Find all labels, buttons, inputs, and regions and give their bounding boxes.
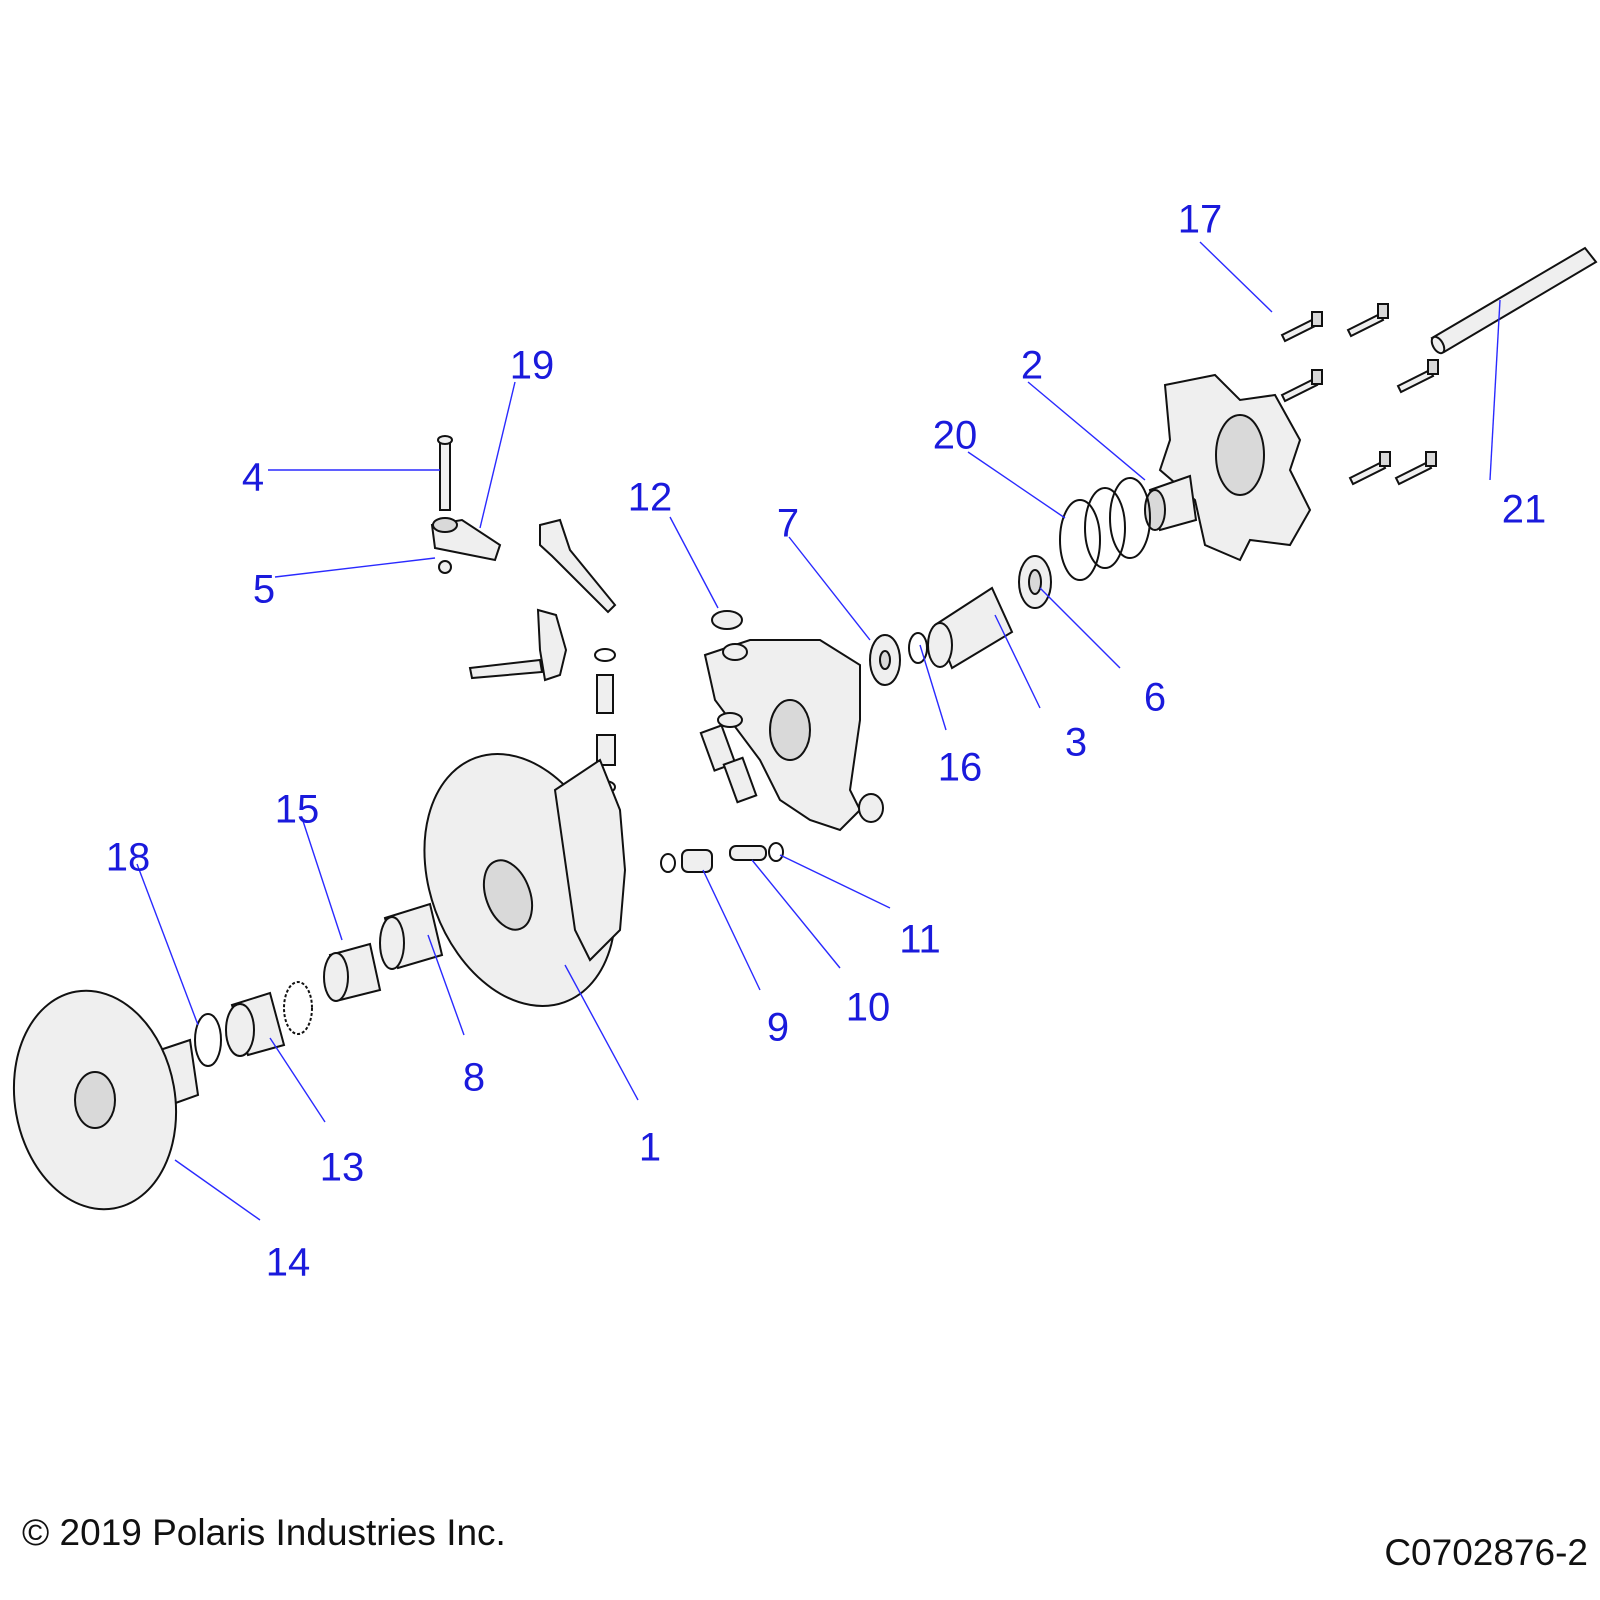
part-18-ring: [194, 1013, 222, 1067]
part-21-rod: [1430, 246, 1598, 355]
callout-1: 1: [639, 1126, 661, 1170]
part-7-washer: [869, 634, 901, 686]
part-15-bushing: [323, 942, 382, 1002]
callout-15: 15: [275, 788, 320, 832]
callout-17: 17: [1178, 198, 1223, 242]
callout-11: 11: [899, 918, 941, 962]
copyright-text: © 2019 Polaris Industries Inc.: [22, 1512, 506, 1553]
part-19-arm: [430, 517, 502, 562]
callout-12: 12: [628, 476, 673, 520]
callout-2: 2: [1021, 344, 1043, 388]
part-12-cap: [711, 610, 743, 630]
part-ring: [283, 981, 313, 1035]
callout-19: 19: [510, 344, 555, 388]
callout-4: 4: [242, 456, 264, 500]
callout-3: 3: [1065, 721, 1087, 765]
part-3-sleeve: [927, 586, 1014, 670]
callout-18: 18: [106, 836, 151, 880]
callout-10: 10: [846, 986, 891, 1030]
part-2-bushing: [1144, 474, 1198, 532]
part-spider-plate: [1158, 373, 1312, 562]
part-4-pin: [437, 435, 453, 511]
part-17-bolts: [1280, 303, 1439, 486]
callout-21: 21: [1502, 488, 1547, 532]
callout-5: 5: [253, 568, 275, 612]
leader-lines: [136, 241, 1501, 1221]
part-spider-body: [703, 639, 884, 832]
part-1-moveable-sheave: [423, 753, 627, 1007]
diagram-id: C0702876-2: [1384, 1532, 1588, 1573]
part-5-nut: [438, 560, 452, 574]
callout-13: 13: [320, 1146, 365, 1190]
part-16-ring: [908, 632, 928, 664]
part-6-washer: [1018, 555, 1052, 609]
parts-9-10-11: [660, 842, 784, 873]
callout-14: 14: [266, 1241, 311, 1285]
part-20-spring: [1059, 477, 1151, 581]
part-8-bushing: [379, 902, 444, 970]
callout-8: 8: [463, 1056, 485, 1100]
callout-16: 16: [938, 746, 983, 790]
callout-20: 20: [933, 414, 978, 458]
part-14-fixed-sheave: [12, 989, 200, 1211]
callout-7: 7: [777, 502, 799, 546]
small-rollers: [594, 648, 758, 804]
callout-9: 9: [767, 1006, 789, 1050]
weight-arm: [468, 518, 617, 682]
callout-6: 6: [1144, 676, 1166, 720]
